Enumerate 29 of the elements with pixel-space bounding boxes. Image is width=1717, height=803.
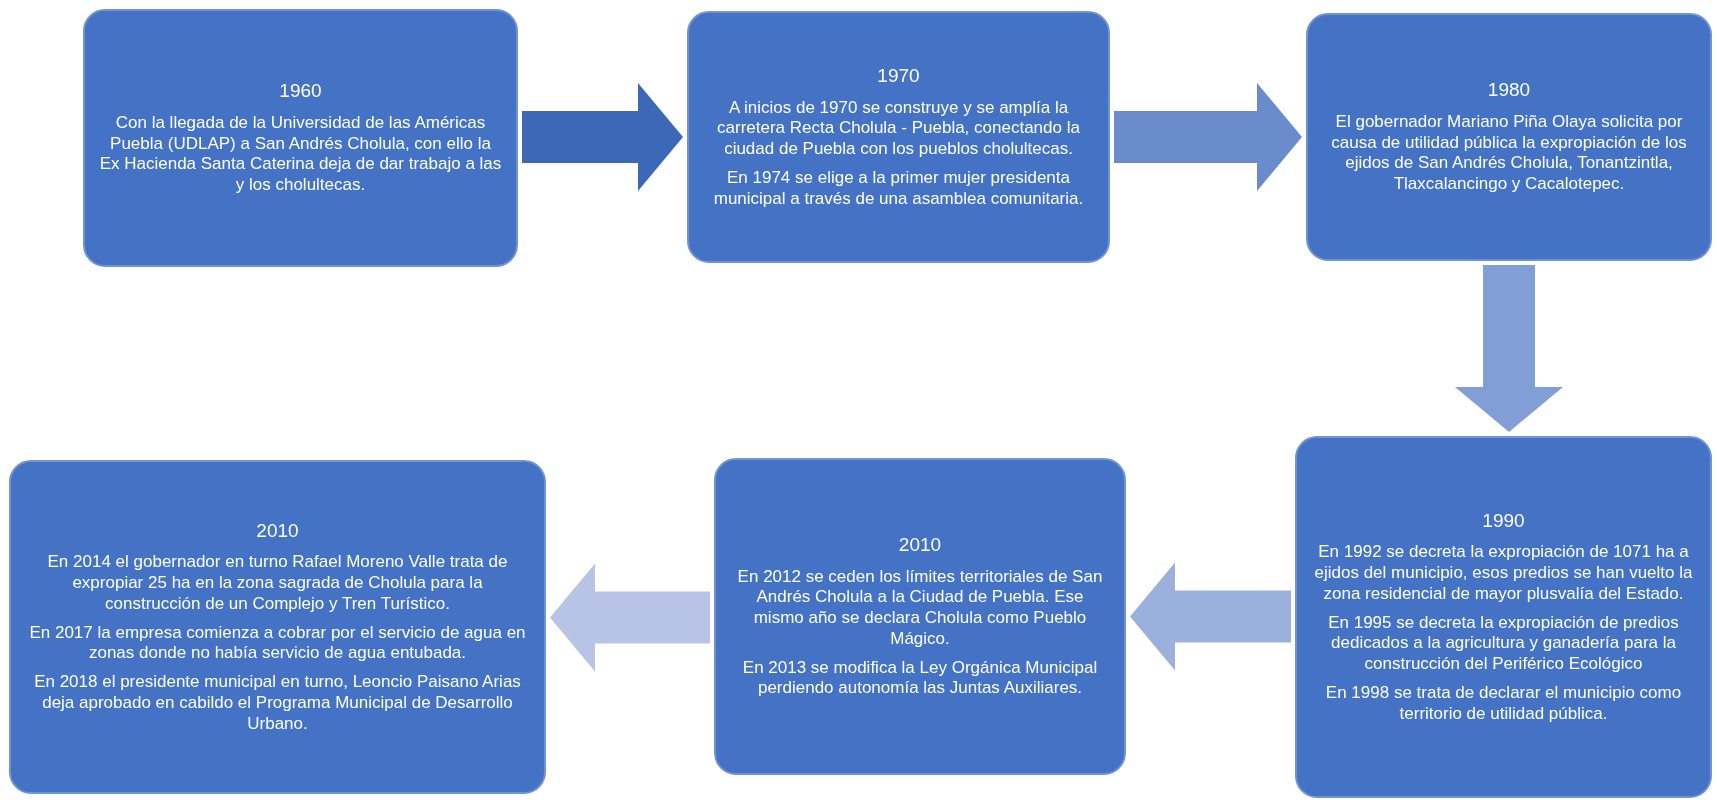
timeline-box <box>714 458 1126 775</box>
year-heading: 2010 <box>898 533 942 557</box>
event-text: Con la llegada de la Universidad de las Américas Puebla (UDLAP) a San Andrés Cholula, con ello la Ex Hacienda Santa Caterina deja de dar trabajo a las y los cholultecas. <box>99 112 502 196</box>
year-heading: 1990 <box>1482 509 1525 533</box>
timeline-box <box>83 9 518 267</box>
block-arrow <box>1114 83 1302 191</box>
timeline-box <box>1306 13 1712 261</box>
event-text: En 1974 se elige a la primer mujer presidenta municipal a través de una asamblea comunitaria. <box>712 167 1085 210</box>
event-text: En 2018 el presidente municipal en turno, Leoncio Paisano Arias deja aprobado en cabildo el Programa Municipal de Desarrollo Urbano. <box>33 672 522 735</box>
event-text: A inicios de 1970 se construye y se amplía la carretera Recta Cholula - Puebla, conectando la ciudad de Puebla con los pueblos cholultecas. <box>716 97 1081 160</box>
event-text: En 1995 se decreta la expropiación de predios dedicados a la agricultura y ganadería para la construcción del Periférico Ecológico <box>1327 612 1680 675</box>
year-heading: 2010 <box>256 519 299 543</box>
year-heading: 1980 <box>1487 79 1531 102</box>
event-text: En 2012 se ceden los límites territoriales de San Andrés Cholula a la Ciudad de Puebla. Ese mismo año se declara Cholula como Pueblo Mágico. <box>736 566 1104 650</box>
block-arrow <box>1455 265 1563 432</box>
event-text: En 2017 la empresa comienza a cobrar por el servicio de agua en zonas donde no había servicio de agua entubada. <box>28 622 527 665</box>
event-text: En 2014 el gobernador en turno Rafael Moreno Valle trata de expropiar 25 ha en la zona sagrada de Cholula para la construcción de un Complejo y Tren Turístico. <box>46 552 509 615</box>
block-arrow <box>522 83 683 191</box>
block-arrow <box>1130 562 1291 671</box>
timeline-box <box>687 11 1110 263</box>
block-arrow <box>550 563 710 672</box>
timeline-box <box>1295 436 1712 798</box>
event-text: En 1998 se trata de declarar el municipio como territorio de utilidad pública. <box>1324 682 1683 725</box>
event-text: El gobernador Mariano Piña Olaya solicita por causa de utilidad pública la expropiación de los ejidos de San Andrés Cholula, Tonantzintla, Tlaxcalancingo y Cacalotepec. <box>1330 111 1688 195</box>
event-text: En 2013 se modifica la Ley Orgánica Municipal perdiendo autonomía las Juntas Auxiliares. <box>741 657 1099 700</box>
year-heading: 1960 <box>279 80 322 103</box>
year-heading: 1970 <box>877 64 920 88</box>
timeline-box <box>9 460 546 794</box>
event-text: En 1992 se decreta la expropiación de 1071 ha a ejidos del municipio, esos predios se han vuelto la zona residencial de mayor plusvalía del Estado. <box>1313 542 1694 605</box>
